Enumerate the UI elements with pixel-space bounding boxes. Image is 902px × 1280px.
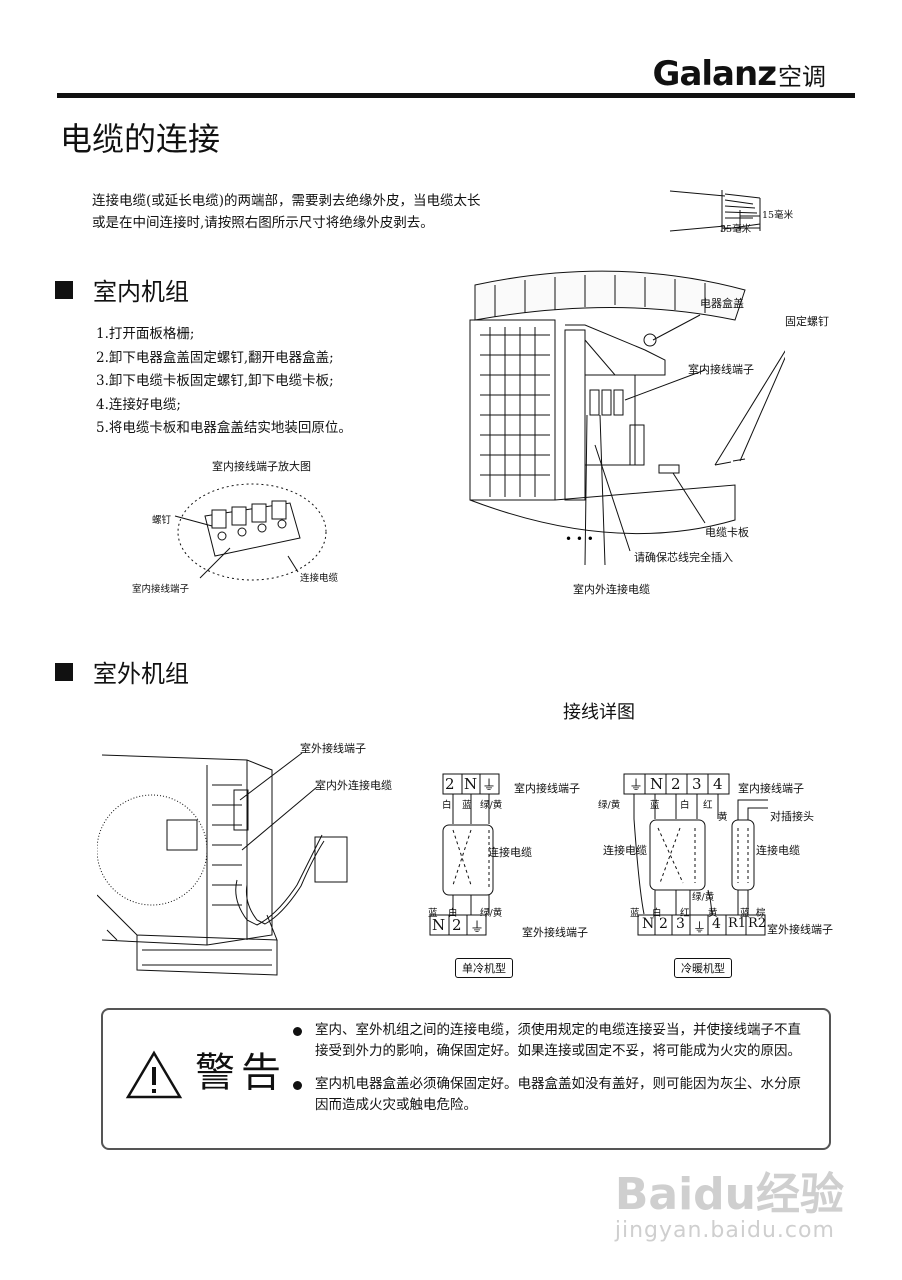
svg-text:• • •: • • • <box>565 532 594 546</box>
cool-top-terminal-2: 2 <box>445 775 455 793</box>
step-1: 1.打开面板格栅; <box>96 326 195 342</box>
hp-bottom-color-4: 蓝 <box>740 908 750 919</box>
hp-top-color-2: 白 <box>680 800 690 811</box>
strip-length-diagram <box>669 190 761 232</box>
insert-note-label: 请确保芯线完全插入 <box>634 551 733 564</box>
cool-bottom-color-0: 蓝 <box>428 908 438 919</box>
hp-bottom-color-5: 棕 <box>756 908 766 919</box>
hp-top-color-3: 红 <box>703 800 713 811</box>
section-square-icon <box>55 662 73 681</box>
warning-triangle-icon <box>125 1050 183 1099</box>
zoom-terminal-label: 室内接线端子 <box>132 584 190 595</box>
step-5: 5.将电缆卡板和电器盒盖结实地装回原位。 <box>96 420 352 436</box>
hp-top-terminal-ground: ⏚ <box>629 778 643 794</box>
bullet-icon <box>293 1081 302 1090</box>
cool-top-color-1: 蓝 <box>462 800 472 811</box>
outdoor-unit-figure <box>97 752 348 976</box>
hp-bottom-color-2: 红 <box>680 908 690 919</box>
warning-title: 警告 <box>195 1050 287 1096</box>
strip-15mm-label: 15毫米 <box>762 210 794 221</box>
cool-bottom-color-2: 绿/黄 <box>480 908 503 919</box>
hp-top-terminal-n: N <box>650 775 664 793</box>
hp-top-terminal-4: 4 <box>713 775 723 793</box>
section-square-icon <box>55 280 73 299</box>
hp-bottom-terminal-3: 3 <box>676 916 685 932</box>
intro-text: 连接电缆(或延长电缆)的两端部，需要剥去绝缘外皮，当电缆太长或是在中间连接时,请… <box>92 193 481 231</box>
hp-cable-label-left: 连接电缆 <box>603 844 647 857</box>
hp-top-color-0: 绿/黄 <box>598 800 621 811</box>
step-4: 4.连接好电缆; <box>96 396 181 413</box>
hp-bottom-label: 室外接线端子 <box>767 923 833 936</box>
indoor-steps: 1.打开面板格栅; 2.卸下电器盒盖固定螺钉,翻开电器盒盖; 3.卸下电缆卡板固… <box>96 323 352 441</box>
hp-mid-color: 绿/黄 <box>692 892 715 903</box>
cool-top-terminal-n: N <box>464 775 478 793</box>
indoor-heading: 室内机组 <box>55 272 189 307</box>
hp-plug-label: 对插接头 <box>770 810 814 823</box>
brand-suffix: 空调 <box>778 63 826 91</box>
zoom-screw-label: 螺钉 <box>152 515 172 526</box>
cool-top-label: 室内接线端子 <box>514 782 580 795</box>
watermark-brand: Baidu经验 <box>614 1169 844 1220</box>
hp-top-color-4: 黄 <box>718 812 728 823</box>
hp-top-label: 室内接线端子 <box>738 782 804 795</box>
outdoor-terminal-label: 室外接线端子 <box>300 742 366 755</box>
cool-bottom-terminal-ground: ⏚ <box>470 920 484 936</box>
cool-only-wiring-figure <box>429 773 500 936</box>
cool-bottom-color-1: 白 <box>448 908 458 919</box>
hp-cable-label-right: 连接电缆 <box>756 844 800 857</box>
bullet-icon <box>293 1027 302 1036</box>
box-cover-label: 电器盒盖 <box>700 297 744 310</box>
zoom-cable-label: 连接电缆 <box>300 573 339 584</box>
zoom-title: 室内接线端子放大图 <box>212 460 311 473</box>
indoor-terminal-zoom-figure <box>174 483 327 581</box>
wiring-title: 接线详图 <box>563 702 635 723</box>
warning-item-1: 室内、室外机组之间的连接电缆，须使用规定的电缆连接妥当，并使接线端子不直接受到外… <box>293 1020 813 1062</box>
heat-pump-wiring-figure <box>623 773 768 936</box>
cool-bottom-terminal-2: 2 <box>452 916 462 934</box>
cable-clamp-label: 电缆卡板 <box>705 526 749 539</box>
hp-bottom-terminal-2: 2 <box>659 916 668 932</box>
indoor-unit-figure: • • • <box>469 270 785 566</box>
brand-name: Galanz <box>652 54 777 94</box>
cool-top-terminal-ground: ⏚ <box>482 778 496 794</box>
hp-top-color-1: 蓝 <box>650 800 660 811</box>
indoor-io-cable-label: 室内外连接电缆 <box>573 583 650 596</box>
hp-bottom-color-1: 白 <box>652 908 662 919</box>
hp-bottom-terminal-r2: R2 <box>748 916 767 931</box>
warning-box: 室内、室外机组之间的连接电缆，须使用规定的电缆连接妥当，并使接线端子不直接受到外… <box>101 1008 831 1150</box>
cool-top-color-0: 白 <box>442 800 452 811</box>
hp-bottom-color-3: 黄 <box>708 908 718 919</box>
hp-model-label: 冷暖机型 <box>674 958 732 978</box>
hp-top-terminal-2: 2 <box>671 775 681 793</box>
indoor-terminal-label: 室内接线端子 <box>688 363 754 376</box>
hp-bottom-color-0: 蓝 <box>630 908 640 919</box>
step-2: 2.卸下电器盒盖固定螺钉,翻开电器盒盖; <box>96 349 334 366</box>
hp-bottom-terminal-n: N <box>642 916 655 932</box>
hp-bottom-terminal-4: 4 <box>712 916 721 932</box>
cool-cable-label: 连接电缆 <box>488 846 532 859</box>
baidu-watermark: Baidu经验 jingyan.baidu.com <box>615 1158 844 1243</box>
cool-bottom-label: 室外接线端子 <box>522 926 588 939</box>
outdoor-io-cable-label: 室内外连接电缆 <box>315 779 392 792</box>
strip-35mm-label: 35毫米 <box>720 224 752 235</box>
warning-list: 室内、室外机组之间的连接电缆，须使用规定的电缆连接妥当，并使接线端子不直接受到外… <box>293 1020 813 1128</box>
page-title: 电缆的连接 <box>60 120 221 158</box>
step-3: 3.卸下电缆卡板固定螺钉,卸下电缆卡板; <box>96 373 334 389</box>
fix-screw-label: 固定螺钉 <box>785 315 829 328</box>
hp-bottom-terminal-r1: R1 <box>728 916 747 931</box>
cool-bottom-terminal-n: N <box>432 916 446 934</box>
hp-top-terminal-3: 3 <box>692 775 702 793</box>
cool-top-color-2: 绿/黄 <box>480 800 503 811</box>
outdoor-heading: 室外机组 <box>55 654 189 689</box>
brand-logo: Galanz 空调 <box>653 54 826 94</box>
watermark-url: jingyan.baidu.com <box>614 1218 835 1243</box>
warning-item-2: 室内机电器盒盖必须确保固定好。电器盒盖如没有盖好，则可能因为灰尘、水分原因而造成… <box>293 1074 813 1116</box>
cool-model-label: 单冷机型 <box>455 958 513 978</box>
hp-bottom-terminal-ground: ⏚ <box>693 921 707 936</box>
header-rule <box>57 93 855 98</box>
